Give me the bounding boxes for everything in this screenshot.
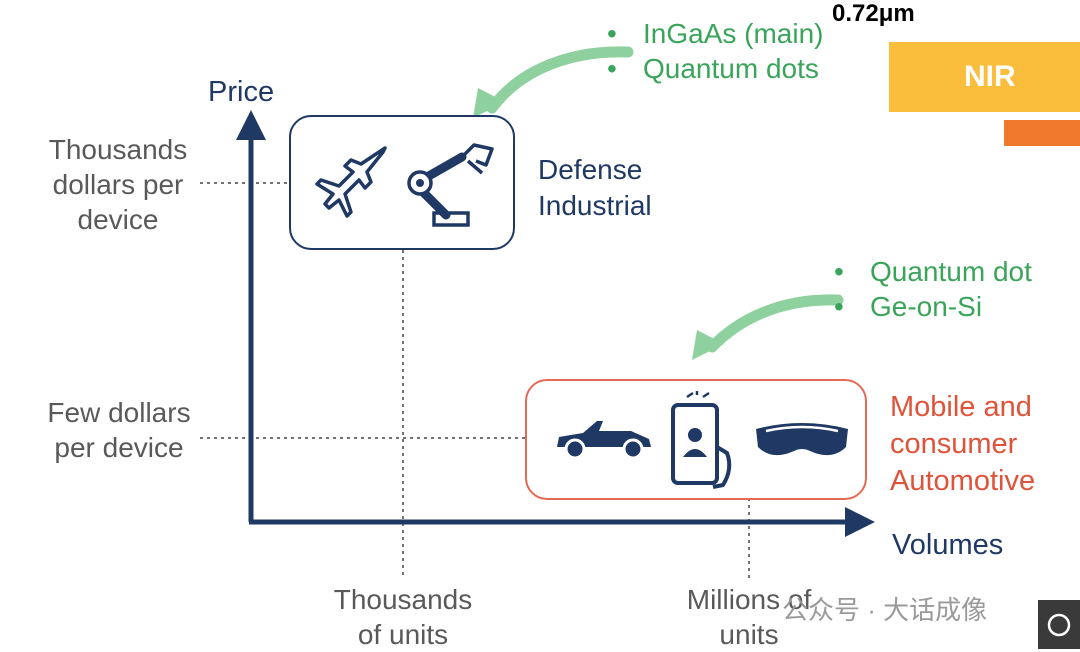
circle-icon (1047, 613, 1071, 637)
mobile-consumer-box (525, 379, 867, 500)
green-arrow-bottom (706, 294, 844, 353)
technology-item: Quantum dots (607, 51, 824, 86)
market-line: Automotive (890, 465, 1036, 498)
watermark: 公众号 · 大话成像 (782, 590, 987, 627)
y-tick-line: dollars per (52, 169, 184, 200)
robotic-arm-icon (407, 143, 494, 227)
market-line: Industrial (538, 190, 652, 222)
x-axis-label: Volumes (892, 529, 1004, 561)
market-line: consumer (890, 428, 1018, 461)
wavelength-label: 0.72μm (832, 0, 915, 27)
green-arrow-bottom-head (692, 330, 724, 360)
high-end-technology-list: InGaAs (main) Quantum dots (607, 16, 824, 86)
x-tick-millions-units: Millions of units (654, 582, 844, 652)
y-tick-line: device (77, 204, 159, 235)
car-icon (557, 421, 651, 460)
y-tick-thousands-dollars: Thousands dollars per device (22, 132, 214, 237)
x-tick-line: of units (357, 619, 449, 650)
fighter-jet-icon (315, 146, 387, 218)
x-tick-line: Millions of (686, 584, 812, 615)
y-tick-line: Thousands (48, 134, 188, 165)
x-tick-line: Thousands (333, 584, 473, 615)
green-arrow-top-head (473, 88, 505, 118)
nir-band-label: NIR (964, 60, 1016, 93)
y-axis-label: Price (208, 76, 275, 108)
y-tick-few-dollars: Few dollars per device (20, 395, 218, 465)
x-tick-line: units (719, 619, 779, 650)
smartphone-face-id-icon (671, 391, 732, 489)
x-tick-thousands-units: Thousands of units (303, 582, 503, 652)
watermark-corner-badge (1038, 600, 1080, 649)
mass-market-technology-list: Quantum dot Ge-on-Si (834, 254, 1032, 324)
market-line: Defense (538, 154, 643, 185)
watermark-text: 公众号 · 大话成像 (782, 595, 988, 625)
technology-item: InGaAs (main) (607, 16, 824, 51)
defense-industrial-label: Defense Industrial (538, 152, 652, 225)
market-line: Mobile and (890, 391, 1032, 423)
vr-headset-icon (756, 423, 848, 456)
defense-industrial-box (289, 115, 515, 250)
mobile-consumer-automotive-label: Mobile and consumer Automotive (890, 389, 1035, 500)
technology-item: Quantum dot (834, 254, 1032, 289)
spectrum-band-orange (1004, 120, 1080, 146)
technology-item: Ge-on-Si (834, 289, 1032, 324)
y-tick-line: per device (54, 432, 184, 463)
nir-band: NIR (889, 42, 1080, 112)
y-tick-line: Few dollars (47, 397, 191, 428)
